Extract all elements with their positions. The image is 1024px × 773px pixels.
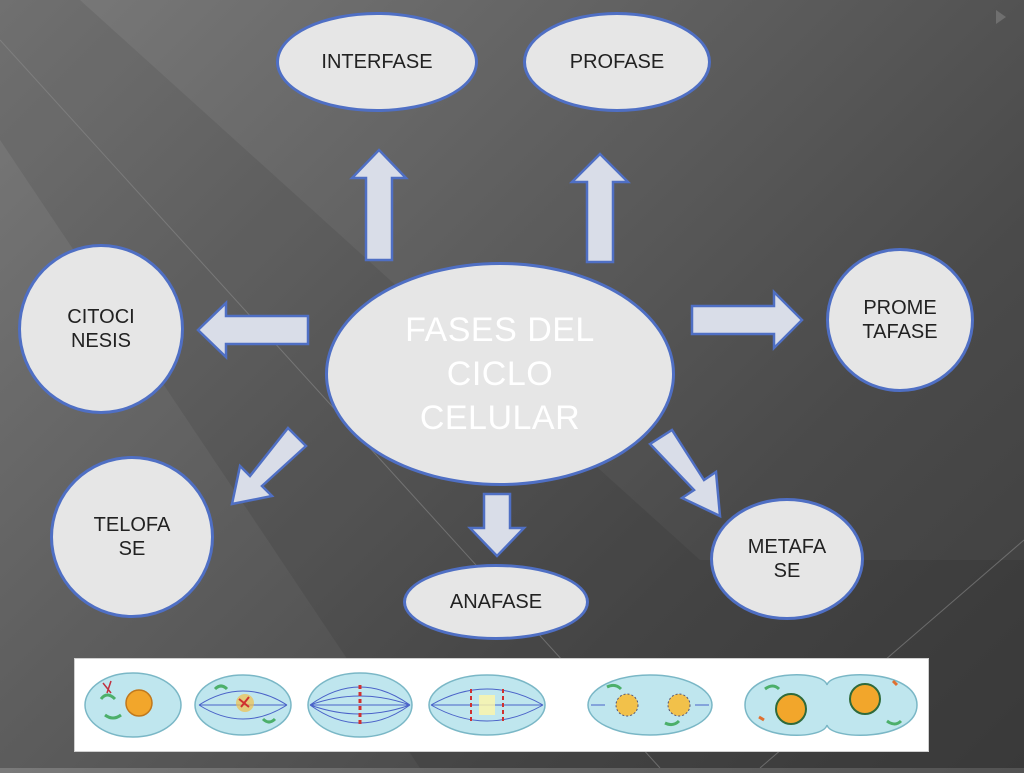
arrow-down-left-telofase-icon [230, 426, 308, 506]
node-profase: PROFASE [523, 12, 711, 112]
cell-telofase-illustration [587, 674, 713, 736]
center-title-label: FASES DEL CICLO CELULAR [405, 310, 595, 438]
cell-profase-illustration [194, 674, 292, 736]
arrow-up-interfase-icon [349, 148, 409, 262]
node-telofase: TELOFA SE [50, 456, 214, 618]
arrow-down-right-metafase-icon [648, 428, 722, 519]
node-prometafase-label: PROME TAFASE [862, 297, 938, 343]
node-interfase: INTERFASE [276, 12, 478, 112]
node-metafase-label: METAFA SE [747, 536, 827, 582]
arrow-right-prometafase-icon [690, 288, 804, 352]
node-prometafase: PROME TAFASE [826, 248, 974, 392]
node-interfase-label: INTERFASE [321, 51, 433, 73]
arrow-up-profase-icon [568, 152, 632, 264]
node-citocinesis: CITOCI NESIS [18, 244, 184, 414]
cell-metafase-illustration [307, 672, 413, 738]
node-metafase: METAFA SE [710, 498, 864, 620]
node-anafase: ANAFASE [403, 564, 589, 640]
node-center-title: FASES DEL CICLO CELULAR [325, 262, 675, 486]
slide-marker-icon [996, 10, 1006, 24]
mitosis-illustration [74, 658, 929, 752]
cell-anafase-illustration [428, 674, 546, 736]
node-citocinesis-label: CITOCI NESIS [67, 306, 135, 352]
arrow-left-citocinesis-icon [196, 300, 310, 360]
node-anafase-label: ANAFASE [449, 591, 543, 613]
cell-interfase-illustration [84, 672, 182, 738]
arrow-down-anafase-icon [467, 492, 527, 558]
node-telofase-label: TELOFA SE [93, 514, 171, 560]
node-profase-label: PROFASE [569, 51, 665, 73]
cell-citocinesis-illustration [744, 674, 918, 736]
